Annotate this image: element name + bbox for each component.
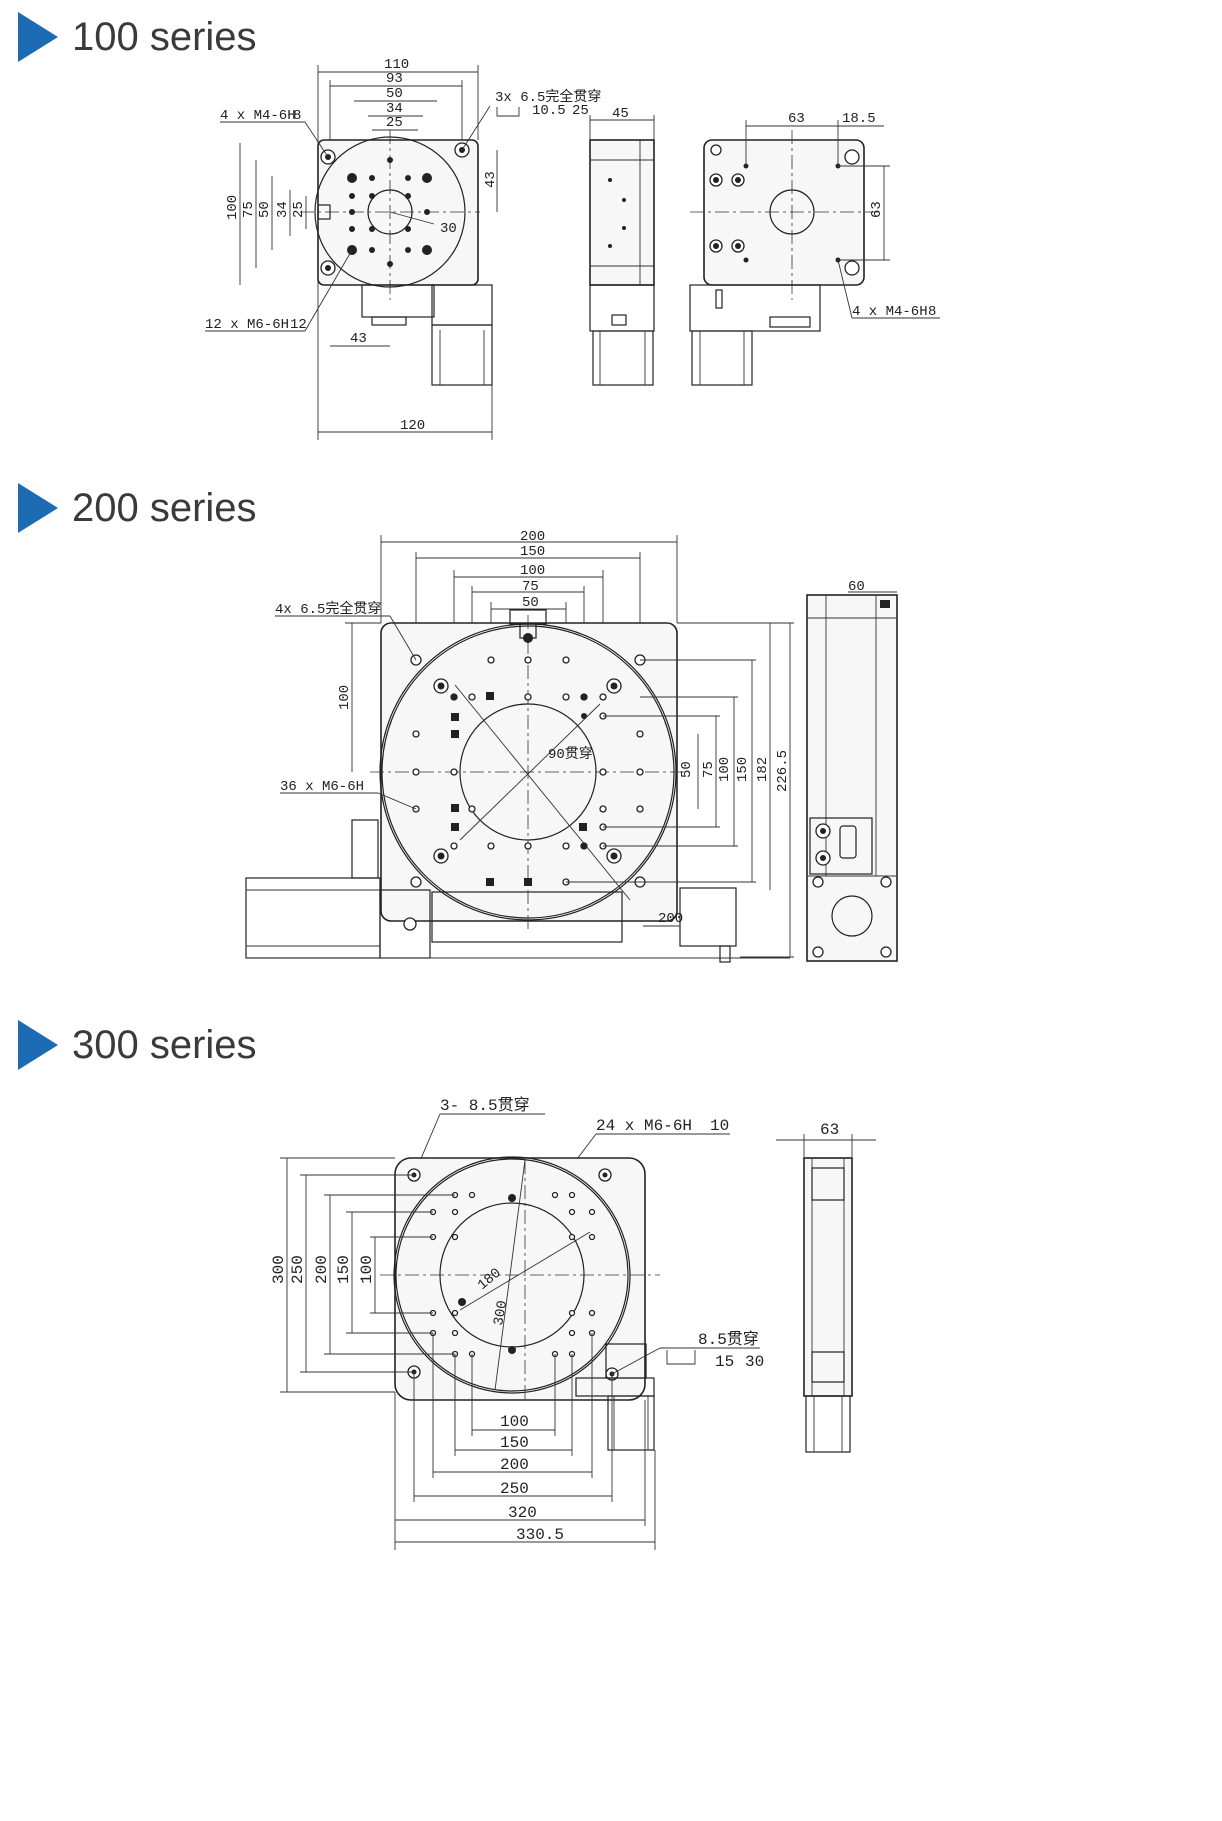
dim-label: 330.5 <box>516 1526 564 1544</box>
dim-label: 100 <box>337 685 353 710</box>
dim-label: 43 <box>483 171 499 188</box>
section-header-300: 300 series <box>18 1020 257 1070</box>
dim-label: 250 <box>500 1480 529 1498</box>
callout-depth: 10 <box>710 1117 729 1135</box>
dim-label: 75 <box>522 579 539 595</box>
dim-label: 25 <box>291 201 307 218</box>
dim-label: 18.5 <box>842 111 876 127</box>
dim-label: 120 <box>400 418 425 434</box>
dim-label: 34 <box>386 101 403 117</box>
callout-cbore-depth: 25 <box>572 103 589 119</box>
callout-tap-side: 4 x M4-6H <box>852 304 928 320</box>
dim-label: 50 <box>522 595 539 611</box>
dim-label: 50 <box>386 86 403 102</box>
dim-label: 200 <box>313 1255 331 1284</box>
dim-label: 150 <box>335 1255 353 1284</box>
dim-label: 150 <box>520 544 545 560</box>
dim-label: 34 <box>275 201 291 218</box>
dim-label: 182 <box>755 757 771 782</box>
callout-depth: 12 <box>290 317 307 333</box>
counterbore-symbol-icon <box>496 107 520 117</box>
dim-label: 50 <box>679 761 695 778</box>
dim-label: 60 <box>848 579 865 595</box>
counterbore-symbol-icon <box>666 1350 696 1365</box>
callout-tap-bottom: 12 x M6-6H <box>205 317 289 333</box>
dim-label: 100 <box>520 563 545 579</box>
dim-label: 45 <box>612 106 629 122</box>
dim-label: 250 <box>289 1255 307 1284</box>
dim-label: 63 <box>869 201 885 218</box>
callout-depth: 8 <box>928 304 936 320</box>
dim-label: 320 <box>508 1504 537 1522</box>
triangle-marker-icon <box>18 1020 58 1070</box>
dim-label: 300 <box>491 1299 511 1327</box>
callout-cbore: 10.5 <box>532 103 566 119</box>
callout-thru-hole: 4x 6.5完全贯穿 <box>275 600 381 618</box>
drawing-300-series: 3- 8.5贯穿 24 x M6-6H 10 <box>270 1096 876 1550</box>
section-title-100: 100 series <box>72 14 257 59</box>
dim-label: 100 <box>225 195 241 220</box>
callout-depth: 8 <box>293 108 301 124</box>
callout-thru-hole: 3x 6.5完全贯穿 <box>495 88 601 106</box>
dim-label: 100 <box>358 1255 376 1284</box>
dim-label: 93 <box>386 71 403 87</box>
dim-label: 150 <box>735 757 751 782</box>
dim-label: 63 <box>820 1121 839 1139</box>
section-title-300: 300 series <box>72 1022 257 1067</box>
section-header-100: 100 series <box>18 12 257 62</box>
callout-cbore-depth: 30 <box>745 1353 764 1371</box>
callout-thru-hole: 3- 8.5贯穿 <box>440 1096 530 1115</box>
dim-label: 63 <box>788 111 805 127</box>
dim-label: 30 <box>440 221 457 237</box>
callout-tap: 36 x M6-6H <box>280 779 364 795</box>
dim-label: 150 <box>500 1434 529 1452</box>
drawing-200-series: 200 150 100 75 50 <box>245 529 898 963</box>
triangle-marker-icon <box>18 483 58 533</box>
callout-center-hole: 90贯穿 <box>548 746 593 763</box>
dim-label: 200 <box>500 1456 529 1474</box>
dim-label: 200 <box>658 911 683 927</box>
section-header-200: 200 series <box>18 483 257 533</box>
section-title-200: 200 series <box>72 485 257 530</box>
dim-label: 43 <box>350 331 367 347</box>
dim-label: 75 <box>241 201 257 218</box>
callout-tap-top: 4 x M4-6H <box>220 108 296 124</box>
callout-tap: 24 x M6-6H <box>596 1117 692 1135</box>
dim-label: 100 <box>500 1413 529 1431</box>
dim-label: 25 <box>386 115 403 131</box>
callout-cbore-hole: 8.5贯穿 <box>698 1330 759 1349</box>
dim-label: 75 <box>701 761 717 778</box>
dim-label: 200 <box>520 529 545 545</box>
dim-label: 226.5 <box>775 750 791 792</box>
dim-label: 300 <box>270 1255 288 1284</box>
callout-cbore: 15 <box>715 1353 734 1371</box>
triangle-marker-icon <box>18 12 58 62</box>
dim-label: 50 <box>257 201 273 218</box>
drawing-100-series: 110 93 50 34 25 30 <box>205 57 940 440</box>
dim-label: 110 <box>384 57 409 73</box>
dim-label: 100 <box>717 757 733 782</box>
